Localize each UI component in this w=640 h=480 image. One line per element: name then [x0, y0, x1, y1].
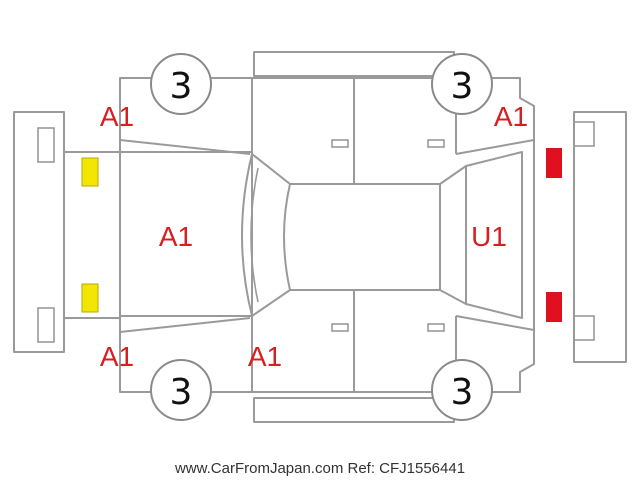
damage-code-front-left-fender: A1 [100, 101, 134, 132]
left-side-panel [253, 51, 455, 77]
rear-lamp-top [546, 148, 562, 178]
wheel-front-right-value: 3 [170, 372, 193, 413]
wheel-rear-right-value: 3 [451, 372, 474, 413]
rear-lamp-bottom [546, 292, 562, 322]
wheel-front-left: 3 [150, 53, 212, 115]
rear-bumper [573, 111, 627, 363]
wheel-rear-right: 3 [431, 359, 493, 421]
damage-code-rear-left-fender: A1 [494, 101, 528, 132]
source-watermark: www.CarFromJapan.com Ref: CFJ1556441 [174, 460, 465, 477]
wheel-rear-left-value: 3 [451, 66, 474, 107]
top-view-body [63, 139, 535, 331]
damage-code-hood: A1 [159, 221, 193, 252]
front-lamp-bottom [81, 283, 99, 313]
wheel-rear-left: 3 [431, 53, 493, 115]
damage-code-rear-gate: U1 [471, 221, 507, 252]
front-lamp-top [81, 157, 99, 187]
wheel-front-right: 3 [150, 359, 212, 421]
front-bumper [13, 111, 65, 353]
damage-code-front-right-fender: A1 [100, 341, 134, 372]
wheel-front-left-value: 3 [170, 66, 193, 107]
right-side-panel [253, 397, 455, 423]
damage-code-front-right-door: A1 [248, 341, 282, 372]
